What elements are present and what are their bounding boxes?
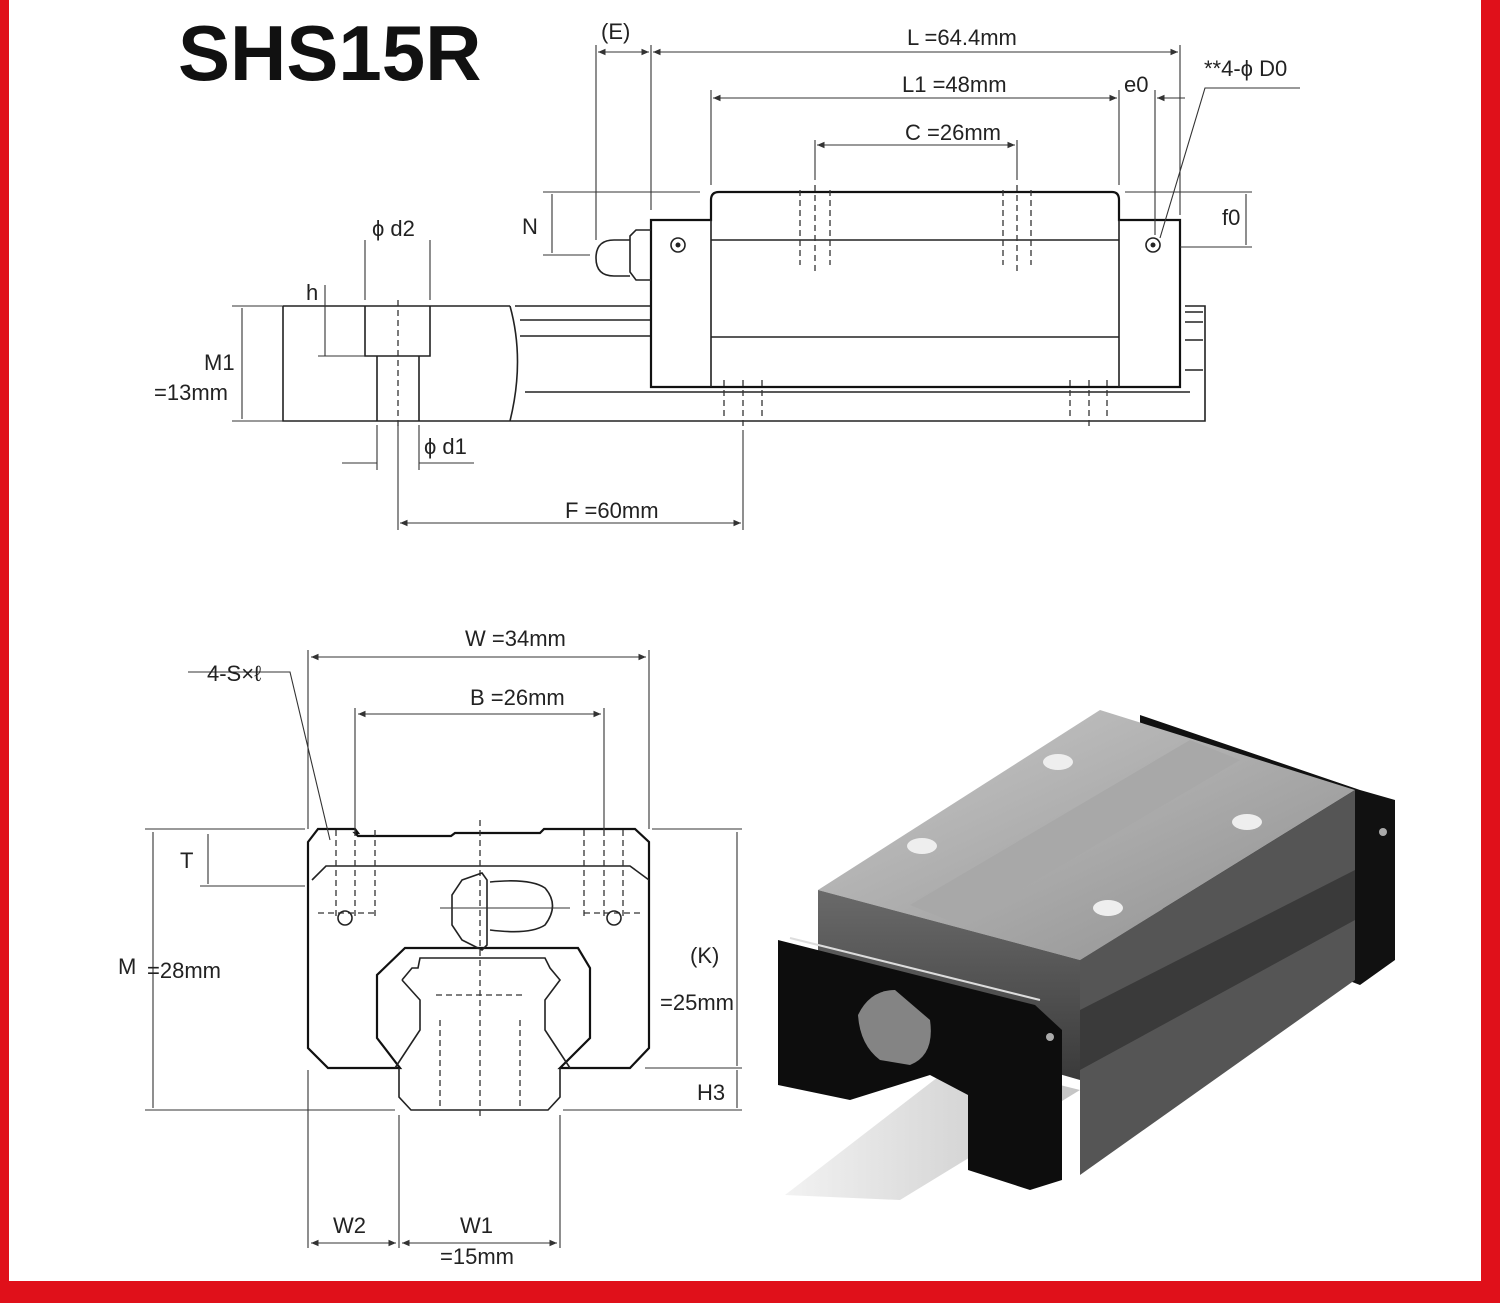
model-title: SHS15R [178, 9, 481, 97]
label-C: C =26mm [905, 120, 1001, 145]
label-T: T [180, 848, 193, 873]
label-M1: M1 [204, 350, 235, 375]
red-frame-right [1481, 0, 1500, 1303]
side-view: (E) L =64.4mm L1 =48mm C =26mm e0 **4-ϕ … [154, 19, 1300, 530]
label-f0: f0 [1222, 205, 1240, 230]
label-W1-value: =15mm [440, 1244, 514, 1269]
label-L: L =64.4mm [907, 25, 1017, 50]
label-K: (K) [690, 943, 719, 968]
red-frame-bottom [0, 1281, 1500, 1303]
label-e0: e0 [1124, 72, 1148, 97]
label-M1-value: =13mm [154, 380, 228, 405]
label-N: N [522, 214, 538, 239]
label-S: 4-S×ℓ [207, 661, 262, 686]
front-view: W =34mm 4-S×ℓ B =26mm T M =28mm (K) =25m… [118, 626, 742, 1269]
label-W2: W2 [333, 1213, 366, 1238]
label-d2: ϕ d2 [372, 216, 415, 241]
label-K-value: =25mm [660, 990, 734, 1015]
label-W1: W1 [460, 1213, 493, 1238]
label-W: W =34mm [465, 626, 566, 651]
label-M-value: =28mm [147, 958, 221, 983]
label-H3: H3 [697, 1080, 725, 1105]
label-E: (E) [601, 19, 630, 44]
label-h: h [306, 280, 318, 305]
label-L1: L1 =48mm [902, 72, 1007, 97]
label-M: M [118, 954, 136, 979]
label-d1: ϕ d1 [424, 434, 467, 459]
label-B: B =26mm [470, 685, 565, 710]
product-render [778, 710, 1395, 1200]
label-F: F =60mm [565, 498, 659, 523]
label-D0: **4-ϕ D0 [1204, 56, 1287, 81]
red-frame-left [0, 0, 9, 1303]
